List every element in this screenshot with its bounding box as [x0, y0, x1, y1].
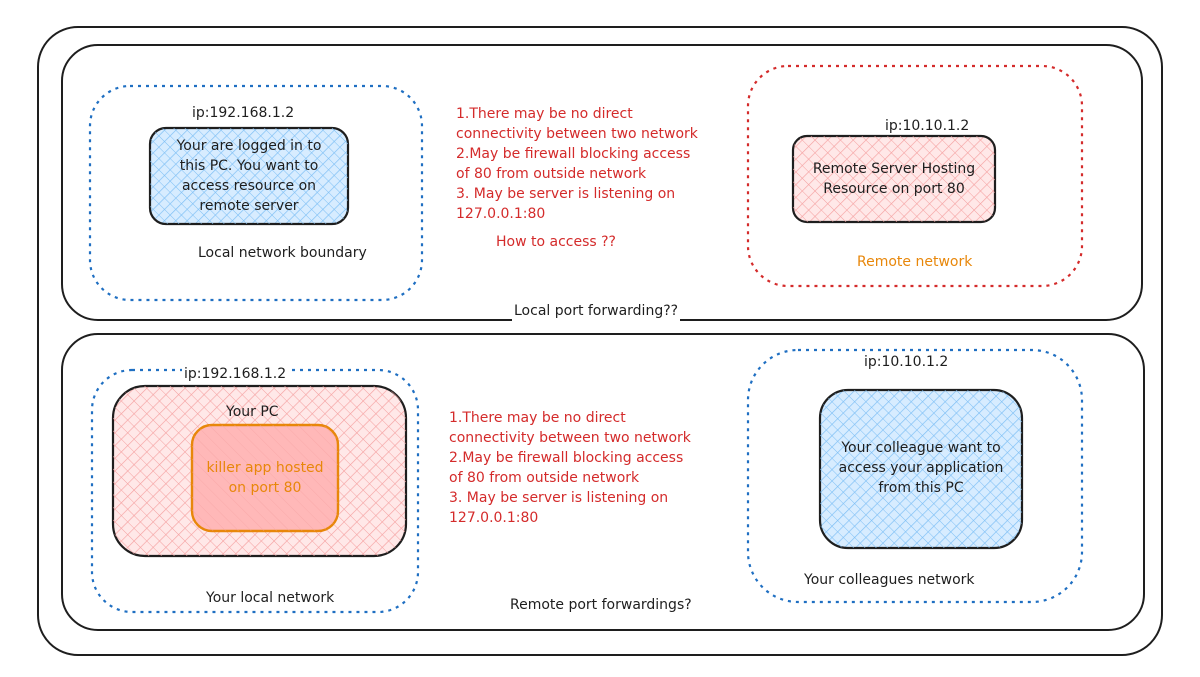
top-note-line: 2.May be firewall blocking access: [456, 146, 691, 162]
top-note-line: connectivity between two network: [456, 126, 698, 142]
top-local-ip-label: ip:192.168.1.2: [192, 105, 295, 121]
top-question: How to access ??: [496, 234, 616, 250]
bottom-remote-network-label: Your colleagues network: [804, 572, 975, 588]
bottom-colleague-pc-line: Your colleague want to: [841, 440, 1001, 456]
bottom-colleague-pc-line: from this PC: [878, 480, 964, 496]
bottom-note-line: 3. May be server is listening on: [449, 490, 669, 506]
top-note-line: of 80 from outside network: [456, 166, 647, 182]
top-local-pc-line: this PC. You want to: [179, 158, 319, 174]
bottom-pc-label: Your PC: [226, 404, 279, 420]
bottom-note-line: of 80 from outside network: [449, 470, 640, 486]
top-local-pc-line: access resource on: [181, 178, 317, 194]
outer-frame: [37, 26, 1163, 656]
bottom-local-ip-label: ip:192.168.1.2: [182, 364, 289, 384]
bottom-remote-ip-label: ip:10.10.1.2: [862, 352, 951, 372]
top-note-line: 3. May be server is listening on: [456, 186, 676, 202]
top-local-boundary-label: Local network boundary: [198, 245, 367, 261]
bottom-note-line: 127.0.0.1:80: [449, 510, 539, 526]
top-remote-network-boundary: [746, 64, 1084, 288]
bottom-app-text: killer app hosted on port 80: [192, 458, 338, 498]
bottom-app-line: killer app hosted: [206, 460, 324, 476]
bottom-colleague-pc-text: Your colleague want to access your appli…: [820, 438, 1022, 498]
bottom-notes: 1.There may be no direct connectivity be…: [449, 408, 691, 528]
top-remote-network-label: Remote network: [857, 254, 973, 270]
bottom-panel: [61, 333, 1145, 631]
bottom-caption: Remote port forwardings?: [510, 597, 692, 613]
bottom-colleague-pc-line: access your application: [838, 460, 1004, 476]
top-remote-server-line: Remote Server Hosting: [812, 161, 976, 177]
bottom-local-network-label: Your local network: [206, 590, 335, 606]
bottom-note-line: 1.There may be no direct: [449, 410, 626, 426]
top-note-line: 127.0.0.1:80: [456, 206, 546, 222]
top-note-line: 1.There may be no direct: [456, 106, 633, 122]
top-remote-ip-label: ip:10.10.1.2: [885, 118, 970, 134]
top-local-pc-line: Your are logged in to: [176, 138, 322, 154]
bottom-note-line: 2.May be firewall blocking access: [449, 450, 684, 466]
top-remote-server-line: Resource on port 80: [823, 181, 965, 197]
top-local-pc-line: remote server: [199, 198, 299, 214]
top-caption: Local port forwarding??: [512, 301, 681, 321]
top-remote-server-text: Remote Server Hosting Resource on port 8…: [793, 159, 995, 199]
bottom-note-line: connectivity between two network: [449, 430, 691, 446]
top-notes: 1.There may be no direct connectivity be…: [456, 104, 698, 224]
bottom-app-line: on port 80: [228, 480, 302, 496]
top-local-pc-text: Your are logged in to this PC. You want …: [150, 136, 348, 216]
